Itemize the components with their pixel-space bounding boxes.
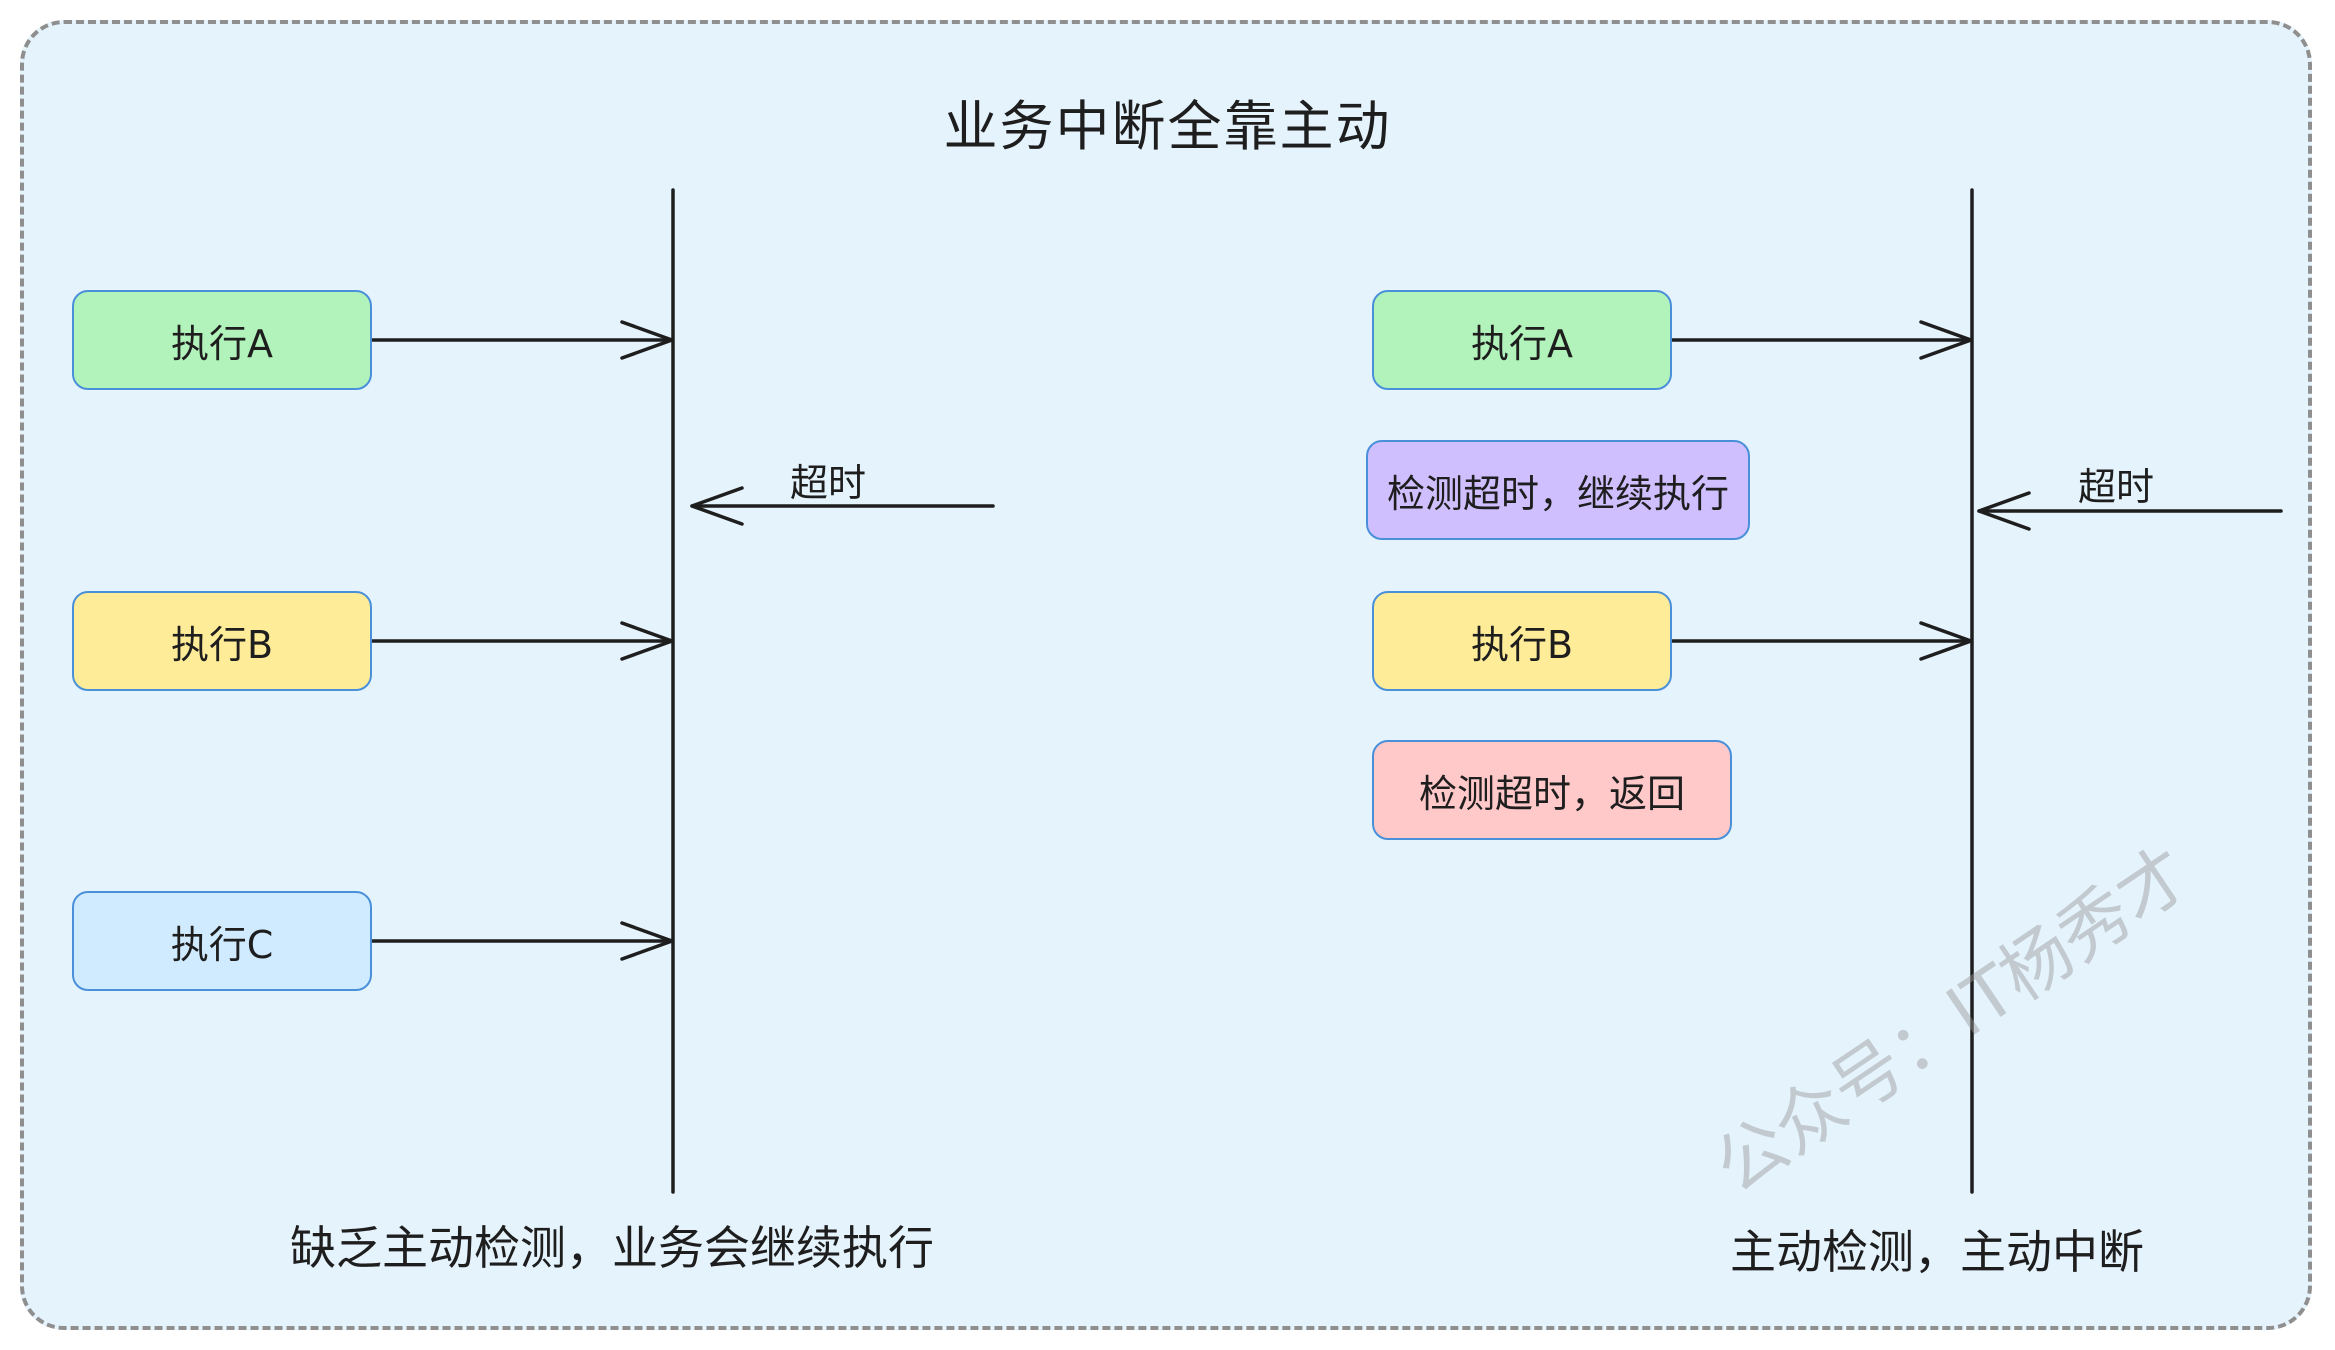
left-timeout-arrow	[690, 486, 995, 526]
left-arrow-b	[370, 621, 674, 661]
right-arrow-a	[1670, 320, 1973, 360]
left-box-exec-c-label: 执行C	[170, 922, 274, 967]
right-box-exec-b-label: 执行B	[1470, 622, 1574, 667]
right-box-detect-return-label: 检测超时，返回	[1418, 771, 1685, 816]
right-timeout-label: 超时	[2078, 465, 2155, 509]
left-caption: 缺乏主动检测，业务会继续执行	[290, 1221, 934, 1275]
left-box-exec-a: 执行A	[72, 290, 372, 390]
left-box-exec-a-label: 执行A	[171, 321, 273, 366]
right-box-exec-a-label: 执行A	[1471, 321, 1573, 366]
right-box-exec-a: 执行A	[1372, 290, 1672, 390]
right-box-detect-continue-label: 检测超时，继续执行	[1386, 471, 1729, 516]
dashed-frame	[20, 20, 2312, 1330]
right-timeout-arrow	[1977, 491, 2283, 531]
left-box-exec-c: 执行C	[72, 891, 372, 991]
right-box-detect-continue: 检测超时，继续执行	[1366, 440, 1750, 540]
left-arrow-c	[370, 921, 674, 961]
left-box-exec-b: 执行B	[72, 591, 372, 691]
right-arrow-b	[1670, 621, 1973, 661]
right-box-exec-b: 执行B	[1372, 591, 1672, 691]
right-box-detect-return: 检测超时，返回	[1372, 740, 1732, 840]
right-caption: 主动检测，主动中断	[1730, 1225, 2144, 1279]
diagram-title: 业务中断全靠主动	[943, 95, 1392, 158]
left-timeout-label: 超时	[790, 461, 867, 505]
left-box-exec-b-label: 执行B	[170, 622, 274, 667]
left-arrow-a	[370, 320, 674, 360]
